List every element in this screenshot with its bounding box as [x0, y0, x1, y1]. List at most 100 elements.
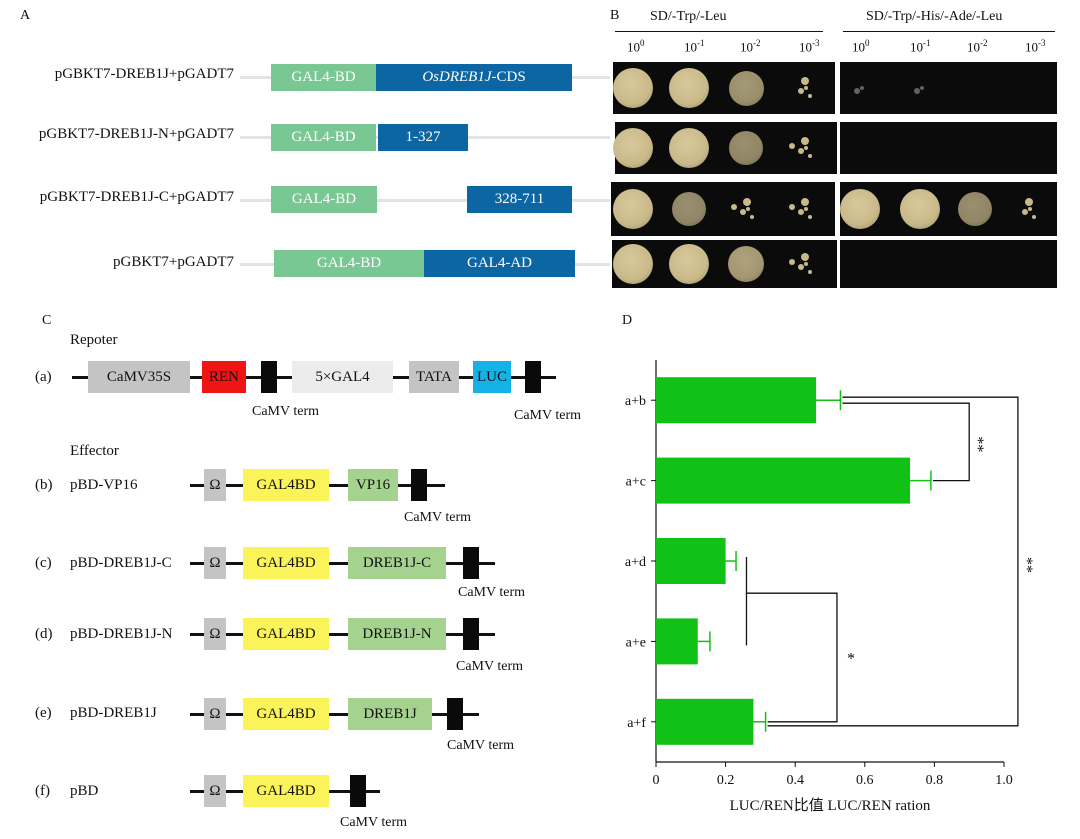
colony-spot [613, 189, 653, 229]
significance-label: * [847, 651, 855, 668]
gal4-ad-domain: GAL4-AD [424, 250, 575, 277]
significance-label: ** [969, 436, 986, 452]
gal4-bd-domain: GAL4-BD [271, 186, 377, 213]
medium-underline [843, 31, 1055, 32]
construct-label: pGBKT7-DREB1J+pGADT7 [54, 66, 234, 82]
omega-leader: Ω [204, 775, 226, 807]
dilution-label: 100 [852, 38, 870, 55]
construct-name: pBD-DREB1J-N [70, 626, 173, 642]
effector-backbone [190, 562, 495, 565]
dilution-label: 10-1 [684, 38, 705, 55]
colony-spot [804, 207, 808, 211]
construct-id: (c) [35, 555, 52, 571]
colony-spot [669, 244, 709, 284]
bar [656, 618, 698, 665]
gal4-bd-domain: GAL4-BD [271, 64, 376, 91]
terminator-block [525, 361, 541, 393]
terminator-label: CaMV term [340, 815, 408, 830]
colony-spot [669, 68, 709, 108]
construct-label: pGBKT7-DREB1J-C+pGADT7 [39, 189, 234, 205]
yeast-plate [840, 240, 1057, 288]
omega-leader: Ω [204, 547, 226, 579]
omega-leader: Ω [204, 469, 226, 501]
gal4bd-domain: GAL4BD [243, 547, 329, 579]
colony-spot [613, 128, 653, 168]
colony-spot [807, 153, 812, 158]
category-label: a+d [625, 555, 646, 570]
panel-d-label: D [622, 313, 633, 328]
terminator-label: CaMV term [514, 408, 582, 423]
terminator-block [463, 618, 479, 650]
colony-spot [853, 88, 860, 95]
construct-name: pBD-DREB1J [70, 705, 157, 721]
vp16-domain: VP16 [348, 469, 398, 501]
colony-spot [913, 88, 920, 95]
gal4bd-domain: GAL4BD [243, 775, 329, 807]
luc-gene: LUC [473, 361, 511, 393]
colony-spot [730, 203, 737, 210]
yeast-plate [840, 62, 1057, 114]
colony-spot [672, 192, 706, 226]
terminator-label: CaMV term [447, 738, 515, 753]
omega-leader: Ω [204, 698, 226, 730]
yeast-plate [613, 62, 835, 114]
x-tick-label: 0.4 [786, 773, 804, 788]
colony-spot [920, 86, 924, 90]
ren-gene: REN [202, 361, 246, 393]
bar [656, 377, 817, 424]
construct-label: pGBKT7+pGADT7 [113, 254, 234, 270]
bar [656, 538, 726, 584]
x-tick-label: 1.0 [995, 773, 1013, 788]
colony-spot [800, 252, 809, 261]
terminator-block [463, 547, 479, 579]
significance-bracket [842, 402, 970, 482]
dreb1j-n-domain: DREB1J-N [348, 618, 446, 650]
gal4-bd-domain: GAL4-BD [271, 124, 376, 151]
medium-label: SD/-Trp/-Leu [650, 9, 727, 24]
colony-spot [788, 142, 795, 149]
colony-spot [746, 207, 750, 211]
x-axis-label: LUC/REN比值 LUC/REN ration [730, 797, 931, 814]
medium-underline [615, 31, 823, 32]
colony-spot [1024, 197, 1033, 206]
dilution-label: 10-2 [967, 38, 988, 55]
terminator-block [350, 775, 366, 807]
gal4-binding-sites: 5×GAL4 [292, 361, 393, 393]
yeast-plate [840, 122, 1057, 174]
colony-spot [804, 262, 808, 266]
terminator-label: CaMV term [458, 585, 526, 600]
colony-spot [797, 148, 804, 155]
colony-spot [613, 244, 653, 284]
construct-line [240, 199, 610, 202]
gal4bd-domain: GAL4BD [243, 469, 329, 501]
panel-b-label: B [610, 8, 620, 23]
category-label: a+f [627, 716, 646, 731]
x-tick-label: 0 [653, 773, 660, 788]
effector-backbone [190, 633, 495, 636]
camv35s-promoter: CaMV35S [88, 361, 190, 393]
colony-spot [739, 209, 746, 216]
colony-spot [840, 189, 880, 229]
construct-name: pBD-DREB1J-C [70, 555, 172, 571]
dilution-label: 10-3 [799, 38, 820, 55]
gal4bd-domain: GAL4BD [243, 618, 329, 650]
c-terminal-domain: 328-711 [467, 186, 572, 213]
colony-spot [728, 70, 764, 106]
colony-spot [669, 128, 709, 168]
bar [656, 457, 911, 504]
colony-spot [860, 86, 864, 90]
category-label: a+c [626, 475, 646, 490]
n-terminal-domain: 1-327 [378, 124, 468, 151]
colony-spot [1021, 209, 1028, 216]
medium-label: SD/-Trp/-His/-Ade/-Leu [866, 9, 1003, 24]
colony-spot [797, 209, 804, 216]
construct-label: pGBKT7-DREB1J-N+pGADT7 [38, 126, 234, 142]
construct-id: (e) [35, 705, 52, 721]
cds-gene-name: OsDREB1J [422, 69, 492, 85]
colony-spot [749, 214, 754, 219]
colony-spot [807, 269, 812, 274]
colony-spot [1028, 207, 1032, 211]
dilution-label: 10-1 [910, 38, 931, 55]
terminator-block [447, 698, 463, 730]
panel-c-label: C [42, 313, 52, 328]
